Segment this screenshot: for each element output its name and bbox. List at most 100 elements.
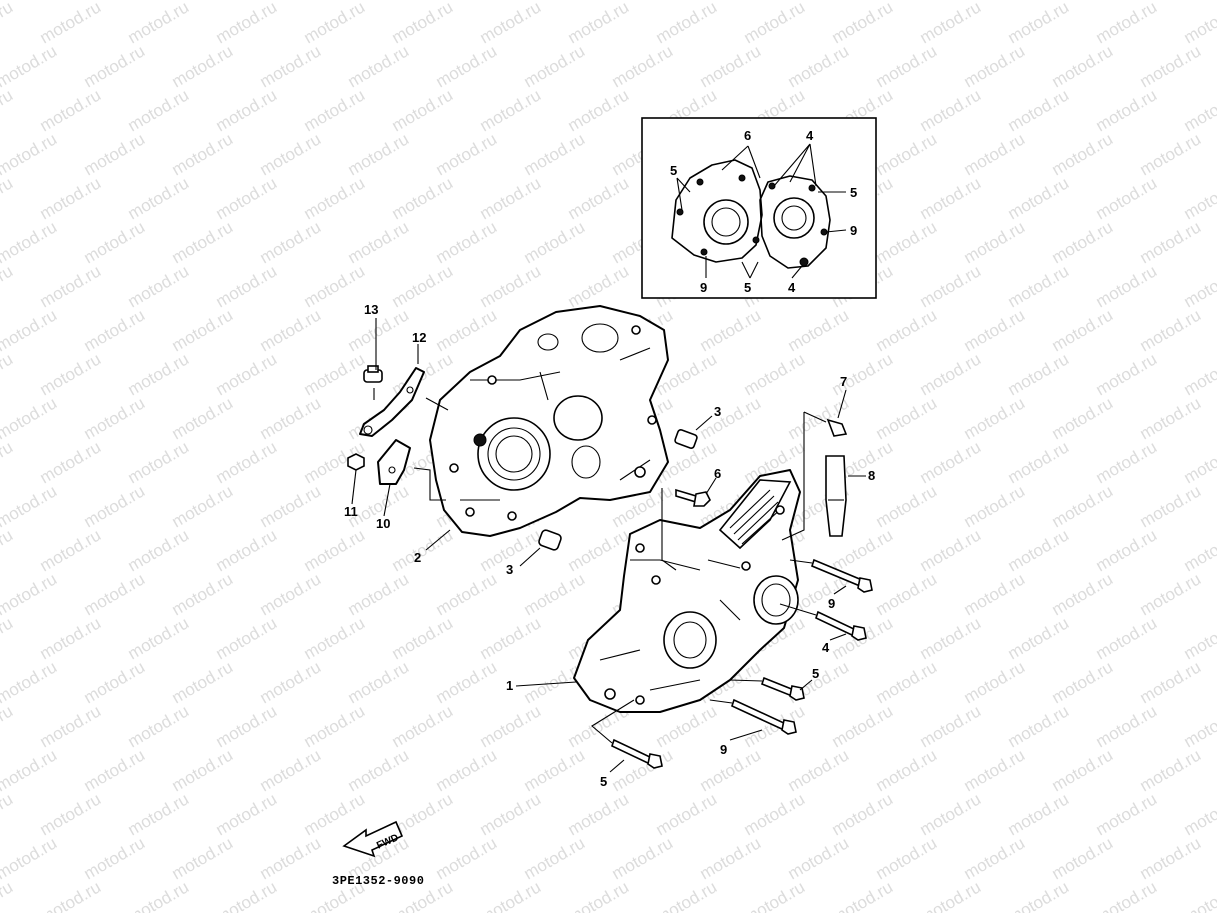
callout-6: 6 xyxy=(714,466,721,481)
watermark-text: motod.ru xyxy=(81,305,149,355)
watermark-text: motod.ru xyxy=(0,261,16,311)
watermark-text: motod.ru xyxy=(741,877,809,913)
stopper-lever xyxy=(359,367,425,437)
watermark-text: motod.ru xyxy=(1137,129,1205,179)
watermark-text: motod.ru xyxy=(1137,41,1205,91)
watermark-text: motod.ru xyxy=(697,833,765,883)
watermark-text: motod.ru xyxy=(125,85,193,135)
watermark-text: motod.ru xyxy=(1049,657,1117,707)
inset-callout-5-right: 5 xyxy=(850,185,857,200)
bolt-5-lower xyxy=(611,738,663,769)
watermark-text: motod.ru xyxy=(917,877,985,913)
watermark-text: motod.ru xyxy=(873,393,941,443)
watermark-text: motod.ru xyxy=(0,41,60,91)
watermark-text: motod.ru xyxy=(1093,701,1161,751)
watermark-text: motod.ru xyxy=(1181,349,1217,399)
callout-12: 12 xyxy=(412,330,426,345)
watermark-text: motod.ru xyxy=(917,349,985,399)
callout-2: 2 xyxy=(414,550,421,565)
watermark-text: motod.ru xyxy=(1181,85,1217,135)
watermark-text: motod.ru xyxy=(169,41,237,91)
watermark-text: motod.ru xyxy=(1137,833,1205,883)
watermark-text: motod.ru xyxy=(1137,393,1205,443)
watermark-text: motod.ru xyxy=(653,789,721,839)
watermark-text: motod.ru xyxy=(961,745,1029,795)
watermark-text: motod.ru xyxy=(301,789,369,839)
watermark-text: motod.ru xyxy=(1181,701,1217,751)
watermark-text: motod.ru xyxy=(125,437,193,487)
watermark-text: motod.ru xyxy=(961,41,1029,91)
watermark-text: motod.ru xyxy=(961,129,1029,179)
watermark-text: motod.ru xyxy=(1049,217,1117,267)
watermark-text: motod.ru xyxy=(785,305,853,355)
watermark-text: motod.ru xyxy=(81,217,149,267)
watermark-text: motod.ru xyxy=(257,745,325,795)
watermark-text: motod.ru xyxy=(785,833,853,883)
watermark-text: motod.ru xyxy=(1005,525,1073,575)
inset-callout-6: 6 xyxy=(744,128,751,143)
watermark-text: motod.ru xyxy=(433,745,501,795)
watermark-text: motod.ru xyxy=(697,41,765,91)
watermark-text: motod.ru xyxy=(0,305,60,355)
watermark-text: motod.ru xyxy=(345,569,413,619)
watermark-text: motod.ru xyxy=(829,0,897,47)
nut-11 xyxy=(347,453,365,471)
watermark-text: motod.ru xyxy=(0,217,60,267)
watermark-text: motod.ru xyxy=(257,657,325,707)
watermark-text: motod.ru xyxy=(301,613,369,663)
watermark-text: motod.ru xyxy=(477,85,545,135)
watermark-text: motod.ru xyxy=(1049,745,1117,795)
watermark-text: motod.ru xyxy=(0,173,16,223)
shift-segment xyxy=(377,439,411,485)
watermark-text: motod.ru xyxy=(213,525,281,575)
watermark-text: motod.ru xyxy=(37,525,105,575)
watermark-text: motod.ru xyxy=(389,0,457,47)
watermark-text: motod.ru xyxy=(961,657,1029,707)
watermark-text: motod.ru xyxy=(37,437,105,487)
watermark-text: motod.ru xyxy=(1181,437,1217,487)
watermark-text: motod.ru xyxy=(961,833,1029,883)
watermark-text: motod.ru xyxy=(213,877,281,913)
watermark-text: motod.ru xyxy=(125,877,193,913)
watermark-text: motod.ru xyxy=(873,569,941,619)
watermark-text: motod.ru xyxy=(37,173,105,223)
inset-callout-4-top: 4 xyxy=(806,128,814,143)
watermark-text: motod.ru xyxy=(917,525,985,575)
watermark-text: motod.ru xyxy=(345,217,413,267)
watermark-text: motod.ru xyxy=(0,745,60,795)
breather-hose xyxy=(825,455,847,537)
watermark-text: motod.ru xyxy=(741,349,809,399)
watermark-text: motod.ru xyxy=(37,701,105,751)
watermark-text: motod.ru xyxy=(477,0,545,47)
watermark-text: motod.ru xyxy=(917,261,985,311)
callout-3-upper: 3 xyxy=(714,404,721,419)
watermark-text: motod.ru xyxy=(1005,261,1073,311)
watermark-text: motod.ru xyxy=(917,437,985,487)
watermark-text: motod.ru xyxy=(1005,437,1073,487)
watermark-text: motod.ru xyxy=(1049,393,1117,443)
watermark-text: motod.ru xyxy=(521,745,589,795)
watermark-text: motod.ru xyxy=(1093,85,1161,135)
bolt-6 xyxy=(675,488,711,507)
watermark-text: motod.ru xyxy=(829,877,897,913)
watermark-text: motod.ru xyxy=(1137,217,1205,267)
watermark-text: motod.ru xyxy=(0,437,16,487)
watermark-text: motod.ru xyxy=(1093,173,1161,223)
watermark-text: motod.ru xyxy=(433,129,501,179)
watermark-text: motod.ru xyxy=(477,701,545,751)
watermark-text: motod.ru xyxy=(37,0,105,47)
callout-9-lower: 9 xyxy=(720,742,727,757)
watermark-text: motod.ru xyxy=(917,0,985,47)
watermark-text: motod.ru xyxy=(961,305,1029,355)
watermark-text: motod.ru xyxy=(81,657,149,707)
watermark-text: motod.ru xyxy=(0,613,16,663)
watermark-text: motod.ru xyxy=(1093,261,1161,311)
watermark-text: motod.ru xyxy=(213,261,281,311)
watermark-text: motod.ru xyxy=(873,129,941,179)
watermark-text: motod.ru xyxy=(1093,0,1161,47)
watermark-text: motod.ru xyxy=(257,833,325,883)
watermark-text: motod.ru xyxy=(917,701,985,751)
watermark-text: motod.ru xyxy=(125,173,193,223)
watermark-text: motod.ru xyxy=(433,569,501,619)
watermark-text: motod.ru xyxy=(37,613,105,663)
